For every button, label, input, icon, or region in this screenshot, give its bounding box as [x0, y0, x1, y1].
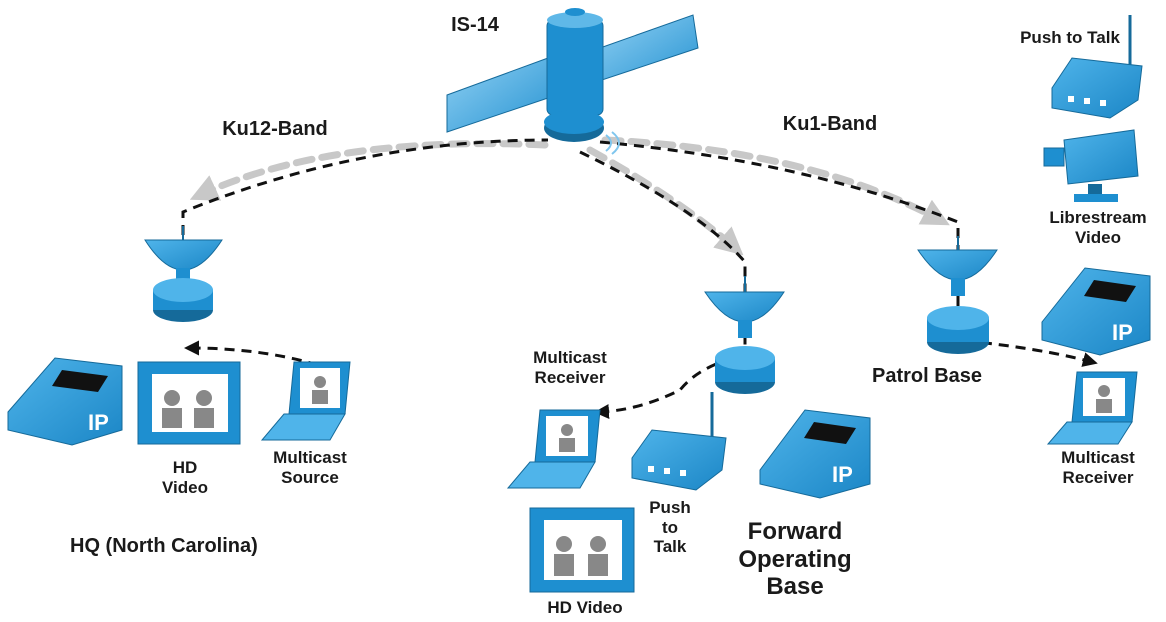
- patrol-librestream-label: Librestream Video: [1049, 208, 1147, 247]
- patrol-laptop-icon: [1046, 371, 1138, 445]
- solar-panel-right: [599, 14, 699, 81]
- ip-badge: IP: [832, 462, 853, 487]
- fob-hd-video-label: HD Video: [547, 598, 623, 617]
- fob-laptop-icon: [506, 409, 601, 489]
- hq-dish-router: [144, 226, 223, 322]
- satellite-label: IS-14: [451, 14, 499, 36]
- solar-panel-left: [446, 57, 549, 133]
- hq-site-title: HQ (North Carolina): [70, 535, 258, 557]
- patrol-push-to-talk-label: Push to Talk: [1020, 28, 1120, 47]
- rf-link-paths: [189, 136, 950, 256]
- dish-icon: [144, 239, 223, 271]
- fob-site-title: Forward Operating Base: [738, 518, 852, 601]
- patrol-push-to-talk-icon: [1051, 15, 1143, 119]
- fob-ip-phone-icon: IP: [759, 409, 871, 499]
- multicast-path-patrol: [599, 140, 1098, 367]
- hq-hd-video-label: HD Video: [162, 458, 208, 497]
- ip-badge: IP: [1112, 320, 1133, 345]
- dish-icon: [917, 249, 998, 281]
- patrol-site-title: Patrol Base: [872, 365, 983, 387]
- fob-push-to-talk-label: Push to Talk: [649, 498, 691, 557]
- hq-ip-phone-icon: IP: [7, 357, 123, 446]
- rf-link-fob: [586, 146, 744, 256]
- band-label-right: Ku1-Band: [782, 113, 878, 135]
- dish-icon: [704, 291, 785, 323]
- hq-multicast-source-label: Multicast Source: [273, 448, 347, 487]
- fob-video-endpoint-icon: [529, 507, 635, 593]
- multicast-path-hq-up: [181, 138, 549, 320]
- patrol-dish-router: [917, 236, 998, 354]
- fob-push-to-talk-icon: [631, 392, 727, 491]
- hq-laptop-icon: [260, 361, 351, 441]
- satellite-icon: [446, 8, 699, 155]
- rf-link-patrol: [601, 136, 950, 226]
- fob-multicast-receiver-label: Multicast Receiver: [533, 348, 607, 387]
- fob-dish-router: [704, 276, 785, 394]
- patrol-multicast-receiver-label: Multicast Receiver: [1061, 448, 1135, 487]
- patrol-camera-icon: [1043, 129, 1139, 202]
- patrol-ip-phone-icon: IP: [1041, 267, 1151, 356]
- hq-video-endpoint-icon: [137, 361, 241, 445]
- ip-badge: IP: [88, 410, 109, 435]
- rf-link-hq: [189, 140, 549, 201]
- band-label-left: Ku12-Band: [222, 118, 328, 140]
